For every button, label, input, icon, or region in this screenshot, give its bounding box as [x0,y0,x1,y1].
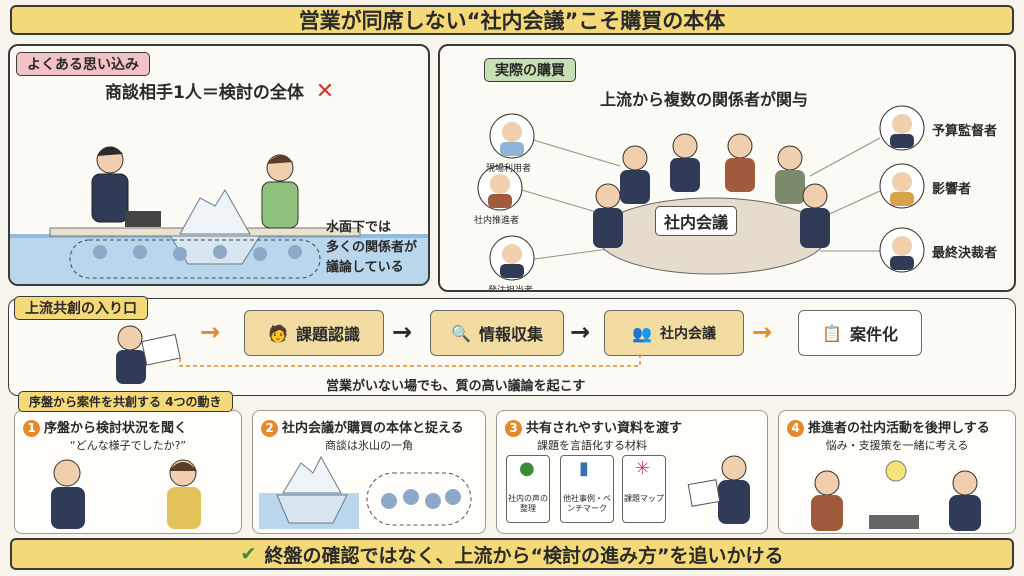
step-internal-meeting: 👥 社内会議 [604,310,744,356]
step-problem-recognition: 🧑 課題認識 [244,310,384,356]
actual-purchase-title: 上流から複数の関係者が関与 [600,90,809,109]
number-badge: 3 [505,420,522,437]
checklist-icon: 📋 [822,323,842,343]
stakeholder-field-user: 現場利用者 [486,164,532,174]
upstream-entry-tag: 上流共創の入り口 [14,296,148,320]
arrow-right-icon: → [752,318,773,346]
flow-caption: 営業がいない場でも、質の高い議論を起こす [326,379,586,394]
underwater-note: 水面下では 多くの関係者が 議論している [326,220,418,275]
actual-purchase-panel: 実際の購買 上流から複数の関係者が関与 社内会議 現場利用者 社内推進者 発注担… [438,44,1016,292]
footer-message: 終盤の確認ではなく、上流から“検討の進み方”を追いかける [264,544,784,567]
meeting-table-label: 社内会議 [655,206,738,236]
iceberg-scene [10,146,428,284]
chat-icon: ● [519,458,535,479]
bar-chart-icon: ▮ [579,458,589,479]
top-banner: 営業が同席しない“社内会議”こそ購買の本体 [10,5,1014,35]
support-illustration [811,460,981,531]
stakeholder-promoter: 社内推進者 [474,216,520,226]
stakeholder-budget-supervisor: 予算監督者 [932,124,998,139]
number-badge: 1 [23,420,40,437]
stakeholder-final-approver: 最終決裁者 [932,246,998,261]
step-deal-creation: 📋 案件化 [798,310,922,356]
arrow-right-icon: → [200,318,221,346]
cross-icon: ✕ [315,79,335,104]
actual-purchase-tag: 実際の購買 [484,58,576,82]
magnifier-icon: 🔍 [451,323,471,343]
stakeholder-order-manager: 発注担当者 [488,286,534,292]
arrow-right-icon: → [392,318,413,346]
move-card-1-sub: “どんな様子でしたか?” [69,439,187,452]
four-moves-tag: 序盤から案件を共創する 4つの動き [18,391,233,412]
salesperson-icon [116,325,181,384]
misconception-tag: よくある思い込み [16,52,150,76]
step-information-gathering: 🔍 情報収集 [430,310,564,356]
map-icon: ✳ [635,458,651,479]
meeting-diagram [477,105,925,281]
small-iceberg-illustration [259,455,472,529]
number-badge: 4 [787,420,804,437]
doc-benchmark: ▮他社事例・ベンチマーク [560,455,614,523]
number-badge: 2 [261,420,278,437]
stakeholder-influencer: 影響者 [932,182,972,197]
doc-voice-summary: ●社内の声の整理 [506,455,550,523]
meeting-icon: 👥 [632,323,652,343]
page-title: 営業が同席しない“社内会議”こそ購買の本体 [298,9,726,33]
dashed-return-arrow [179,354,641,367]
move-card-4-sub: 悩み・支援策を一緒に考える [825,439,969,452]
arrow-right-icon: → [570,318,591,346]
doc-issue-map: ✳課題マップ [622,455,666,523]
person-thinking-icon: 🧑 [268,323,288,343]
check-icon: ✔ [240,543,257,565]
salesperson-handing-doc [687,455,750,524]
bottom-banner: ✔ 終盤の確認ではなく、上流から“検討の進み方”を追いかける [10,538,1014,570]
move-card-3-sub: 課題を言語化する材料 [537,439,647,452]
conversation-illustration [51,459,201,529]
move-card-2-sub: 商談は氷山の一角 [325,439,413,452]
misconception-panel: よくある思い込み 商談相手1人＝検討の全体 ✕ 水面下では 多くの関係者が 議論… [8,44,430,286]
misconception-claim: 商談相手1人＝検討の全体 ✕ [105,79,335,104]
